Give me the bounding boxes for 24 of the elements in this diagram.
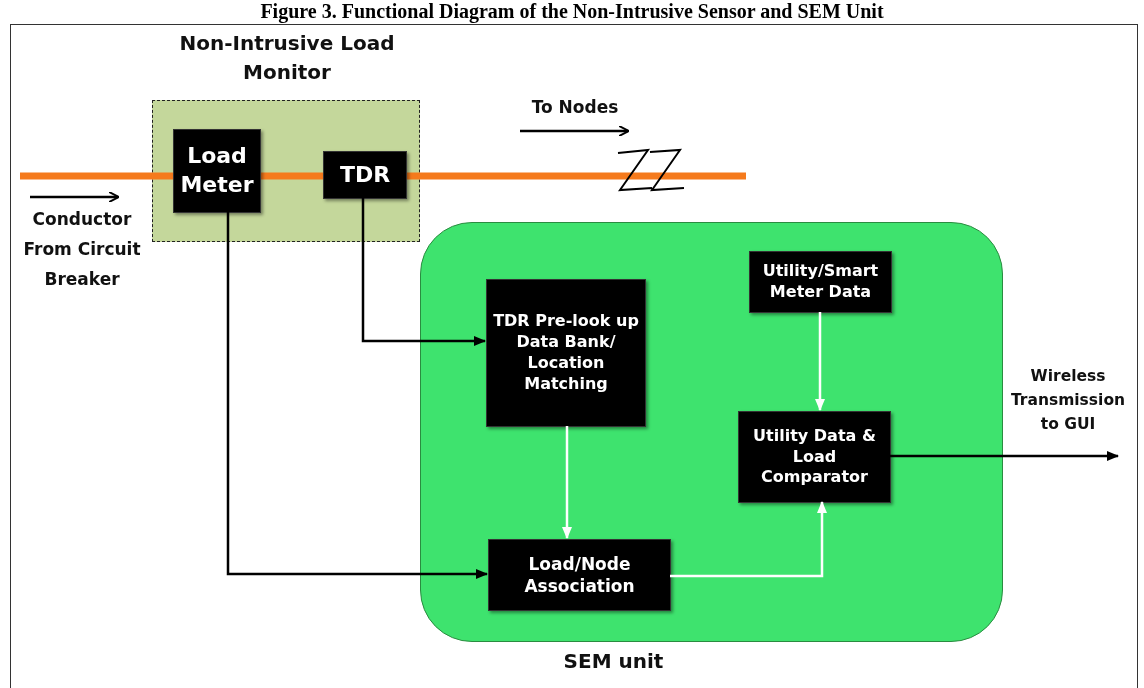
arrow — [670, 501, 827, 578]
group-heading: Non-Intrusive Load Monitor — [178, 30, 396, 86]
box-label: TDR Pre-look up Data Bank/ Location Matching — [492, 311, 640, 395]
arrow — [815, 312, 825, 411]
arrow — [361, 198, 486, 346]
source-label: Conductor From Circuit Breaker — [22, 208, 142, 291]
group-heading: SEM unit — [562, 648, 665, 675]
box-label: Load/Node Association — [523, 552, 636, 598]
process-box — [323, 151, 407, 199]
box-label: TDR — [339, 160, 391, 189]
process-box — [738, 411, 891, 503]
box-label: Load Meter — [179, 142, 255, 199]
flow-label: To Nodes — [530, 96, 620, 119]
process-box — [488, 539, 671, 611]
process-box — [173, 129, 261, 213]
box-label: Utility Data & Load Comparator — [752, 425, 877, 489]
figure-title: Figure 3. Functional Diagram of the Non-Intrusive Sensor and SEM Unit — [259, 0, 885, 22]
arrow — [890, 451, 1119, 461]
arrow — [226, 212, 488, 579]
process-box — [486, 279, 646, 427]
output-label: Wireless Transmission to GUI — [1004, 364, 1132, 446]
box-label: Utility/Smart Meter Data — [761, 261, 880, 303]
process-box — [749, 251, 892, 313]
arrow — [562, 426, 572, 539]
